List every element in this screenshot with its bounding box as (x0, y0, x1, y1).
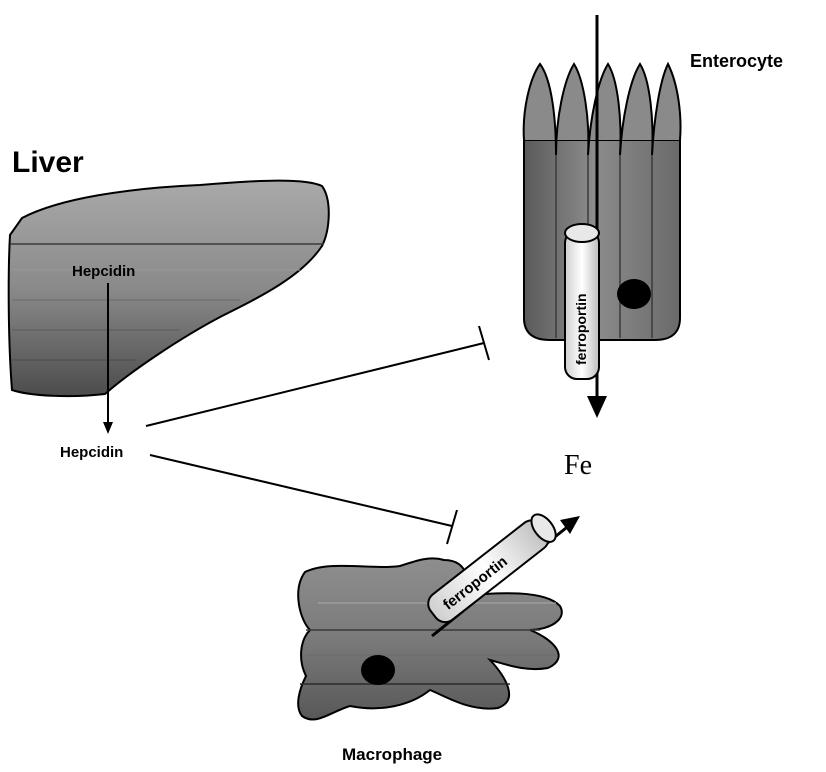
macrophage-label: Macrophage (342, 745, 442, 764)
inhibition-to-macrophage (150, 455, 457, 544)
liver-shape (9, 181, 329, 396)
ferroportin-enterocyte: ferroportin (565, 224, 599, 379)
macrophage (298, 558, 562, 719)
macrophage-body (298, 558, 562, 719)
enterocyte-nucleus (617, 279, 651, 309)
ferroportin-enterocyte-label: ferroportin (573, 293, 589, 365)
enterocyte-label: Enterocyte (690, 51, 783, 71)
liver (9, 181, 329, 396)
hepcidin-label: Hepcidin (60, 444, 123, 461)
hepcidin-in-liver-label: Hepcidin (72, 263, 135, 280)
enterocyte-body (524, 140, 680, 340)
macrophage-nucleus (361, 655, 395, 685)
inhibition-to-enterocyte (146, 326, 489, 426)
liver-label: Liver (12, 146, 84, 179)
enterocyte (524, 64, 681, 340)
fe-label: Fe (564, 450, 592, 481)
